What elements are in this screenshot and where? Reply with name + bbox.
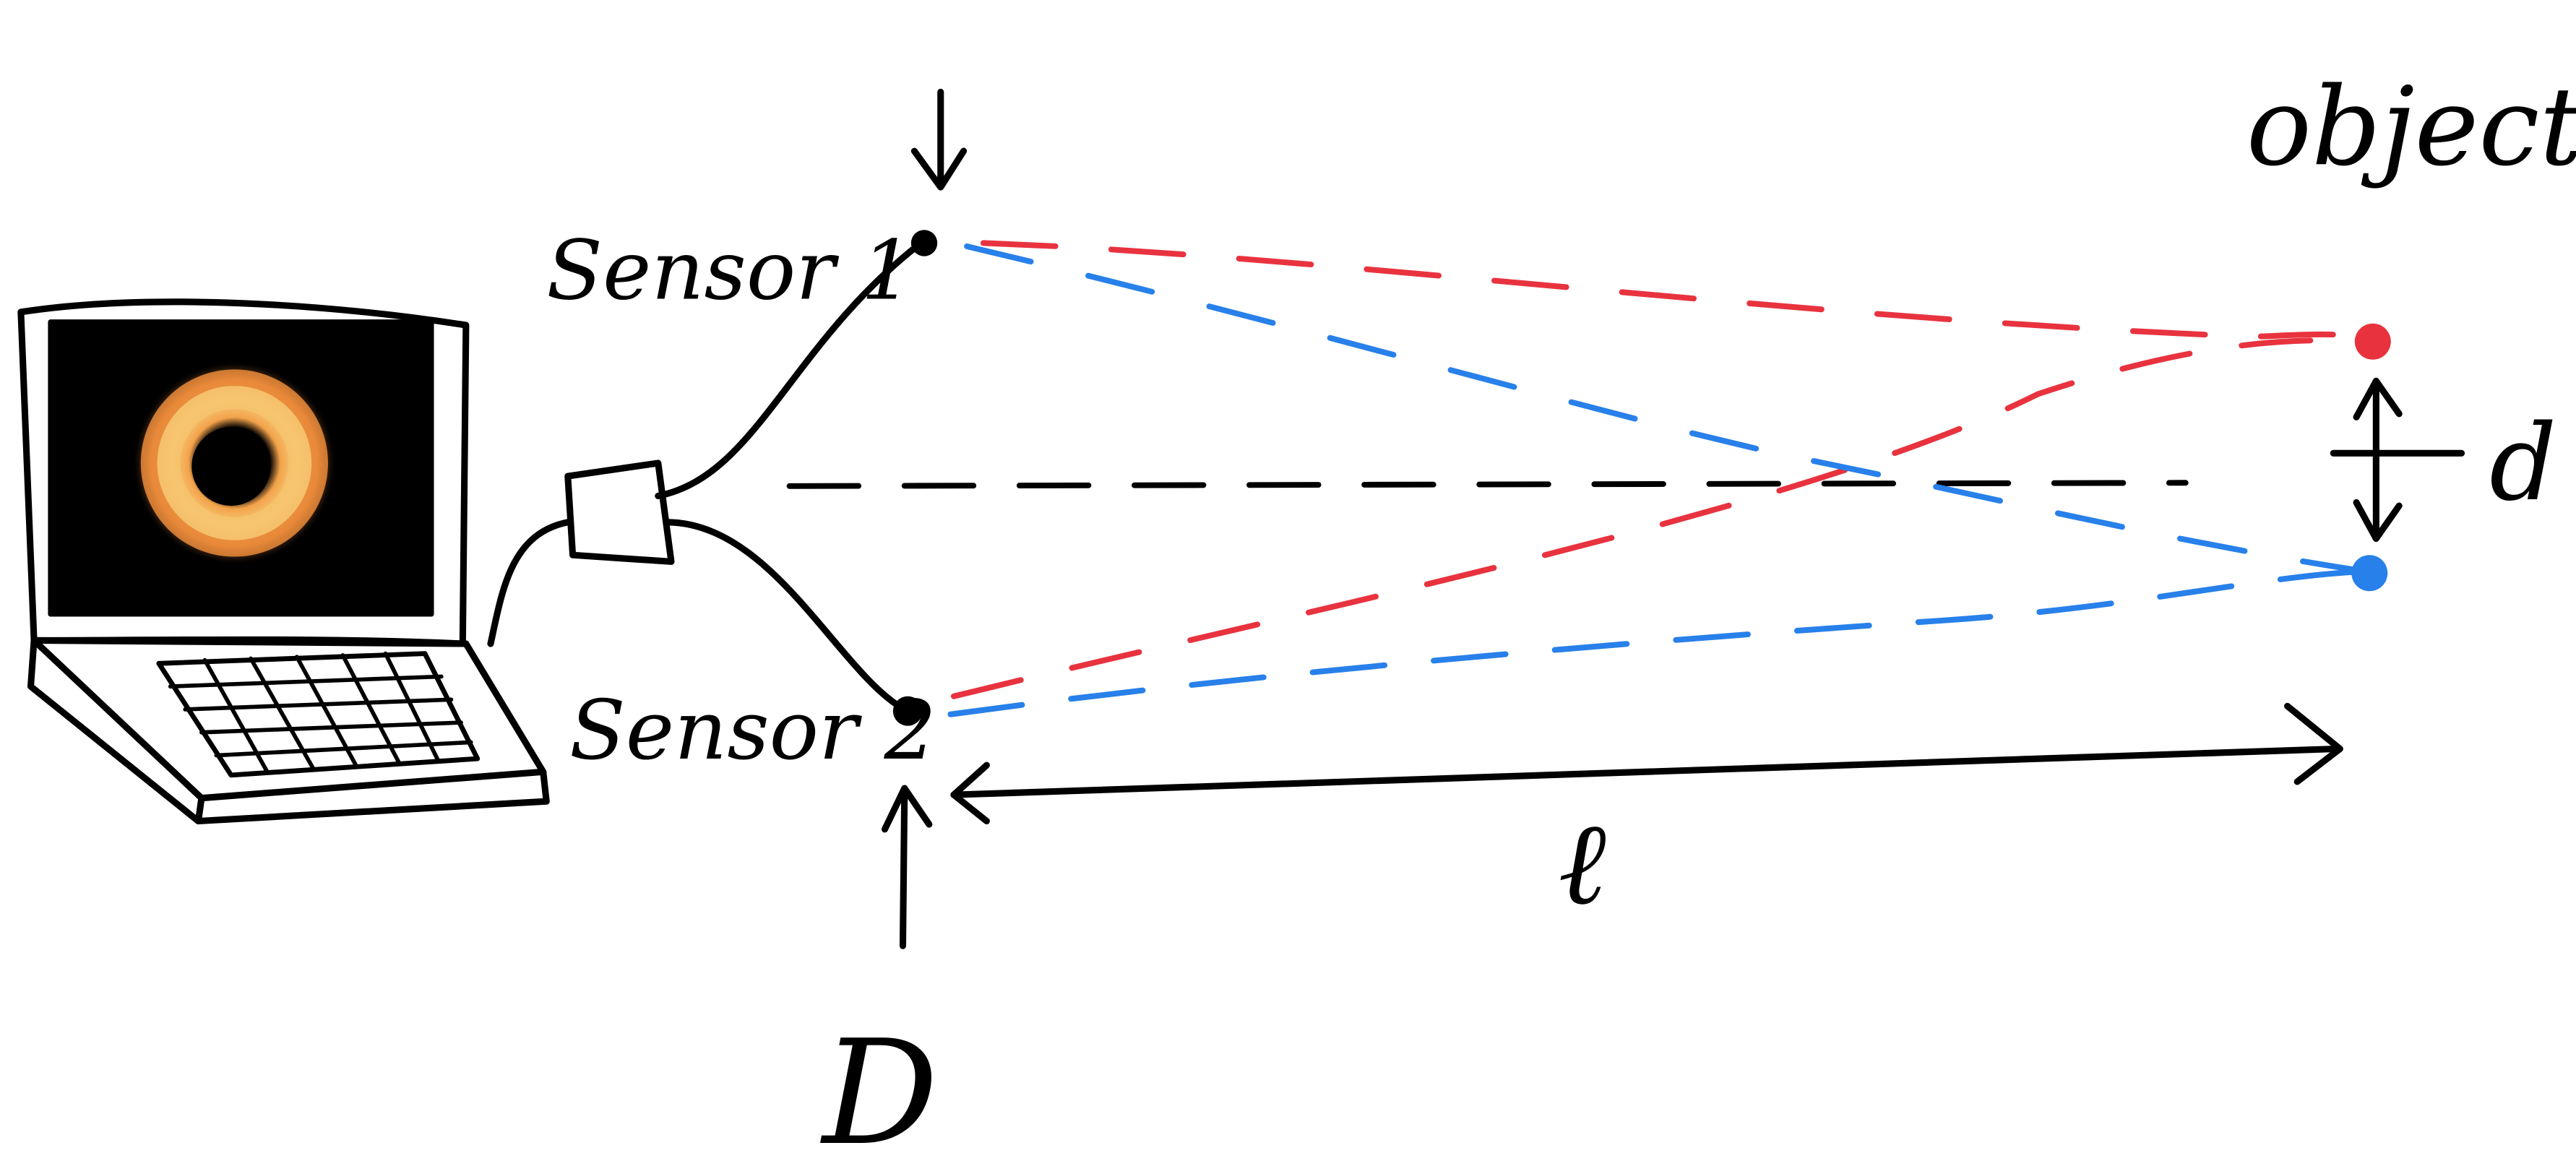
sensor1-dot (910, 230, 938, 256)
d-arrow (2330, 377, 2465, 543)
sensor1-cable (655, 239, 925, 499)
blue-ray-sensor2 (947, 569, 2369, 717)
object-label: object (2247, 64, 2576, 190)
l-label: ℓ (1558, 796, 1606, 931)
red-ray-sensor1 (980, 240, 2373, 342)
blue-ray-sensor1 (964, 243, 2369, 574)
sensor2-dot (892, 696, 923, 726)
blue-object-point (2351, 555, 2388, 592)
optical-axis (786, 480, 2189, 489)
sensor1-label: Sensor 1 (546, 223, 913, 319)
sensor2-label: Sensor 2 (569, 683, 936, 778)
D-label: D (819, 1009, 938, 1161)
D-arrow (881, 785, 933, 949)
laptop-cable (487, 519, 572, 647)
connector-box-icon (564, 459, 675, 565)
sensor2-cable (663, 519, 908, 713)
l-arrow (950, 702, 2343, 825)
sensor1-arrow (910, 88, 968, 191)
red-ray-sensor2 (950, 337, 2369, 699)
red-object-point (2354, 323, 2391, 360)
ring-image-icon (132, 361, 337, 565)
d-label: d (2489, 402, 2556, 525)
